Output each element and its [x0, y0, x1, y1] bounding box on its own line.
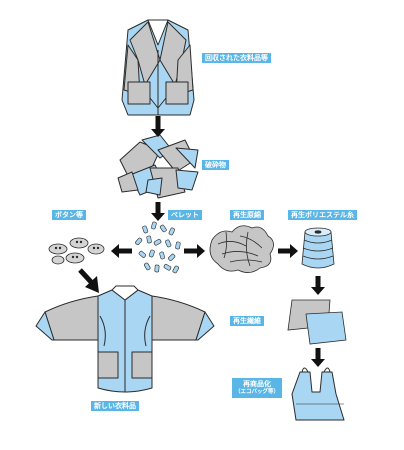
label-reproduction-main: 再商品化 [243, 380, 271, 388]
vest-icon [121, 19, 195, 116]
arrow-cotton-to-yarn [278, 244, 298, 258]
label-collected-clothing: 回収された衣料品等 [202, 53, 271, 63]
arrow-pellets-to-buttons [111, 244, 132, 258]
label-buttons: ボタン等 [52, 210, 86, 220]
arrow-vest-to-crushed [151, 116, 165, 137]
label-new-clothing: 新しい衣料品 [91, 401, 139, 411]
jacket-icon [35, 285, 215, 393]
raw-cotton-icon [209, 225, 274, 273]
label-recycled-raw-cotton: 再生原綿 [230, 210, 264, 220]
pellets-icon [135, 221, 181, 274]
yarn-spool-icon [301, 227, 335, 269]
arrow-fabric-to-bag [311, 348, 325, 367]
label-recycled-fiber: 再生繊維 [230, 316, 264, 326]
eco-bag-icon [291, 367, 345, 421]
label-crushed: 破砕物 [202, 160, 229, 170]
label-reproduction-sub: （エコバッグ等） [235, 389, 280, 395]
arrow-pellets-to-cotton [184, 244, 205, 258]
buttons-icon [48, 237, 105, 265]
arrow-crushed-to-pellets [151, 202, 165, 221]
label-recycled-polyester-yarn: 再生ポリエステル糸 [288, 210, 357, 220]
arrow-buttons-to-jacket [78, 268, 99, 293]
crushed-pieces-icon [117, 134, 199, 199]
label-reproduction: 再商品化 （エコバッグ等） [232, 378, 283, 398]
arrow-yarn-to-fabric [311, 276, 325, 295]
fabric-icon [287, 299, 347, 345]
label-pellets: ペレット [168, 210, 202, 220]
